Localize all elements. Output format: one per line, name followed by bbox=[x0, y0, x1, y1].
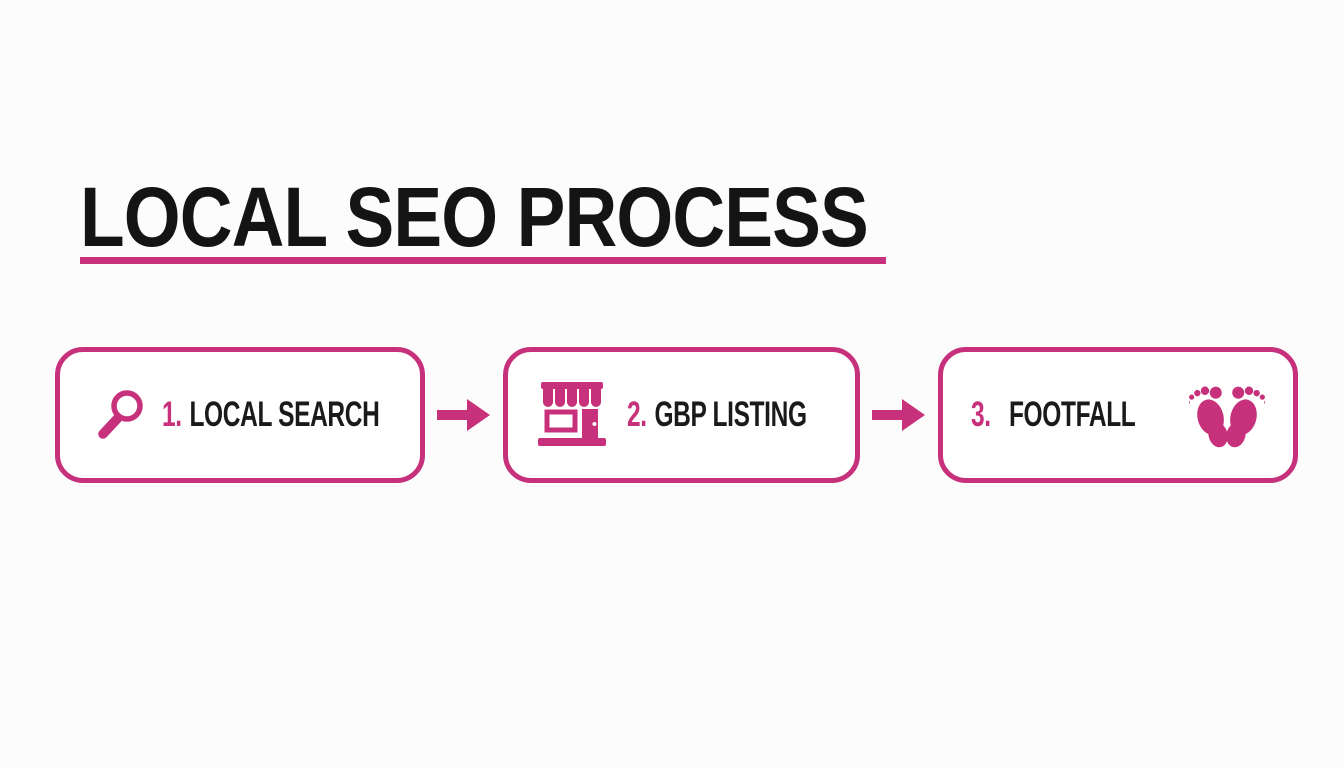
step-text: 2. GBP LISTING bbox=[626, 395, 807, 435]
step-label: GBP LISTING bbox=[653, 395, 807, 434]
footprints-icon bbox=[1189, 379, 1265, 451]
step-number: 1. bbox=[162, 395, 182, 434]
step-number: 3. bbox=[971, 395, 991, 434]
connector-1 bbox=[425, 398, 503, 432]
connector-2 bbox=[860, 398, 938, 432]
title-underline bbox=[80, 257, 886, 264]
step-box-gbp-listing: 2. GBP LISTING bbox=[503, 347, 860, 483]
process-flow: 1. LOCAL SEARCH 2 bbox=[55, 347, 1298, 483]
search-icon bbox=[96, 387, 148, 443]
step-label: FOOTFALL bbox=[1008, 395, 1136, 434]
step-text: 1. LOCAL SEARCH bbox=[162, 395, 380, 435]
arrow-right-icon bbox=[872, 398, 926, 432]
arrow-right-icon bbox=[437, 398, 491, 432]
store-icon bbox=[535, 382, 609, 448]
step-label: LOCAL SEARCH bbox=[189, 395, 380, 434]
step-box-local-search: 1. LOCAL SEARCH bbox=[55, 347, 425, 483]
step-text: 3. FOOTFALL bbox=[971, 395, 1136, 435]
page-title: LOCAL SEO PROCESS bbox=[80, 170, 869, 264]
step-number: 2. bbox=[626, 395, 647, 434]
step-box-footfall: 3. FOOTFALL bbox=[938, 347, 1298, 483]
